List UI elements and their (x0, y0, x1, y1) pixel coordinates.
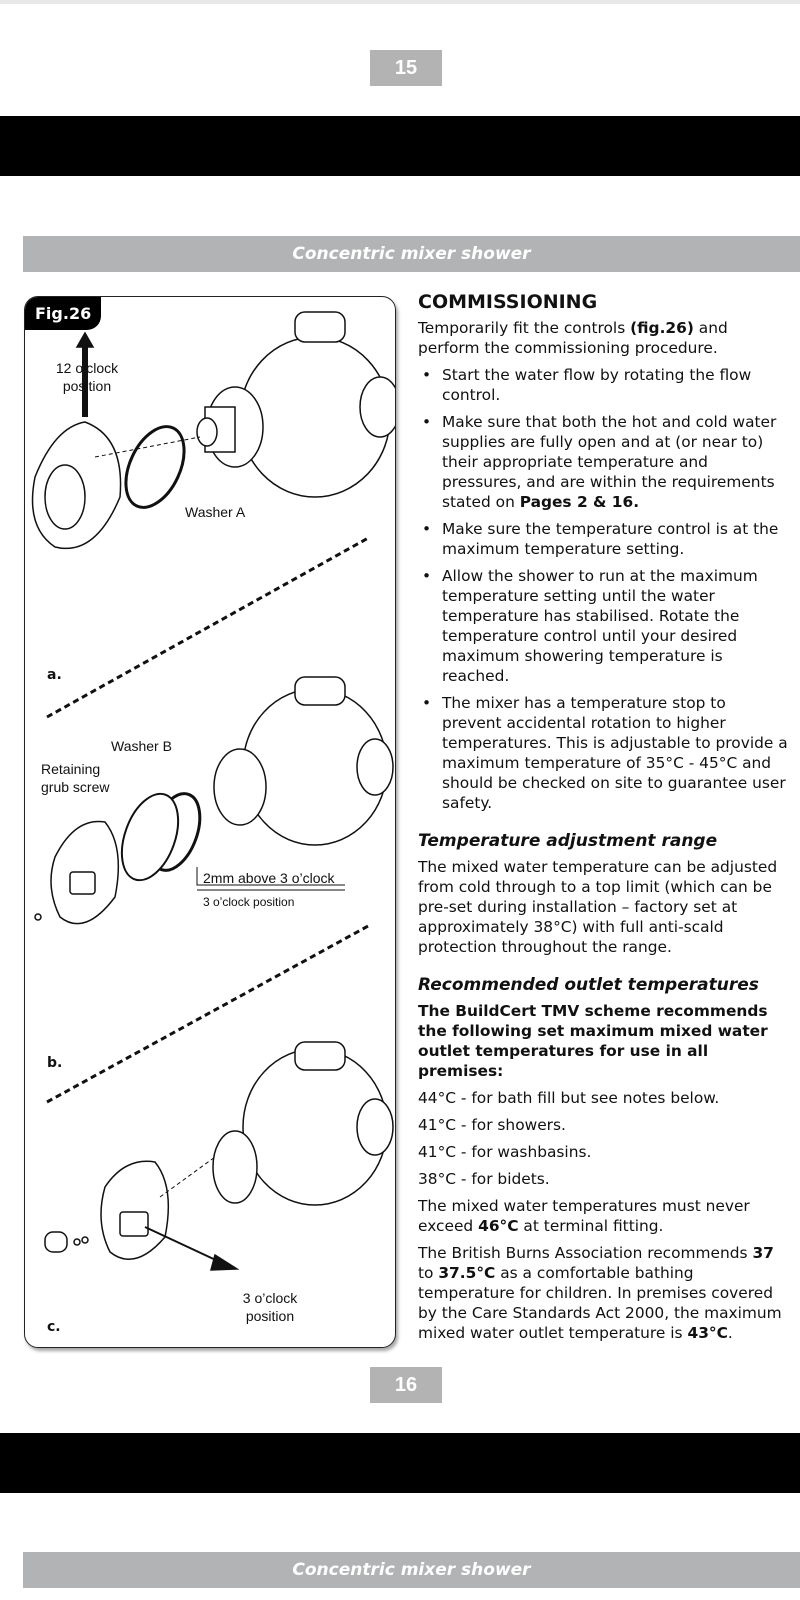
intro: Temporarily fit the controls (fig.26) an… (418, 319, 728, 357)
list-item: Allow the shower to run at the maximum t… (418, 566, 788, 686)
step-a-label: a. (47, 667, 62, 683)
mixer-body-a (196, 311, 395, 498)
heading-commissioning: COMMISSIONING (418, 291, 598, 313)
steps-list: Start the water flow by rotating the flo… (418, 365, 788, 813)
range-text: The mixed water temperature can be adjus… (418, 858, 778, 956)
outlet-intro: The BuildCert TMV scheme recommends the … (418, 1002, 768, 1080)
step-c-label: c. (47, 1319, 61, 1335)
never-exceed: The mixed water temperatures must never … (418, 1197, 750, 1235)
label-washer-b: Washer B (111, 738, 172, 754)
label-grub-screw: Retaining grub screw (41, 761, 110, 795)
label-3-oclock-small: 3 o’clock position (203, 895, 295, 909)
heading-temperature-range: Temperature adjustment range (418, 831, 718, 851)
list-item: The mixer has a temperature stop to prev… (418, 693, 788, 813)
washer-a (124, 425, 186, 509)
list-item: Start the water flow by rotating the flo… (418, 365, 788, 405)
page-separator-bar (0, 116, 800, 176)
list-item: Make sure the temperature control is at … (418, 519, 788, 559)
temp-item: 41°C - for washbasins. (418, 1143, 592, 1161)
label-washer-a: Washer A (185, 504, 246, 520)
step-b-label: b. (47, 1055, 63, 1071)
commissioning-text: COMMISSIONING Temporarily fit the contro… (418, 292, 788, 1350)
figure-26: Fig.26 12 o’clock position Washer A a. W… (24, 296, 396, 1348)
label-2mm: 2mm above 3 o’clock (203, 870, 335, 886)
label-3-oclock: 3 o’clock position (242, 1290, 298, 1324)
temp-item: 44°C - for bath fill but see notes below… (418, 1089, 720, 1107)
next-section-header: Concentric mixer shower (23, 1552, 800, 1588)
mixer-body-c (212, 1041, 394, 1206)
mixer-illustration (31, 311, 395, 1271)
heading-outlet-temperatures: Recommended outlet temperatures (418, 975, 759, 995)
page-number: 15 (370, 50, 442, 86)
temp-item: 41°C - for showers. (418, 1116, 566, 1134)
bba-text: The British Burns Association recommends… (418, 1244, 782, 1342)
label-12-oclock: 12 o’clock position (55, 360, 119, 394)
section-header: Concentric mixer shower (23, 236, 800, 272)
temp-item: 38°C - for bidets. (418, 1170, 550, 1188)
knob-a (31, 421, 122, 550)
viewer-top-edge (0, 0, 800, 4)
mixer-body-b (213, 676, 394, 846)
list-item: Make sure that both the hot and cold wat… (418, 412, 788, 512)
page-number: 16 (370, 1367, 442, 1403)
page-separator-bar (0, 1433, 800, 1493)
figure-tag: Fig.26 (25, 297, 102, 330)
